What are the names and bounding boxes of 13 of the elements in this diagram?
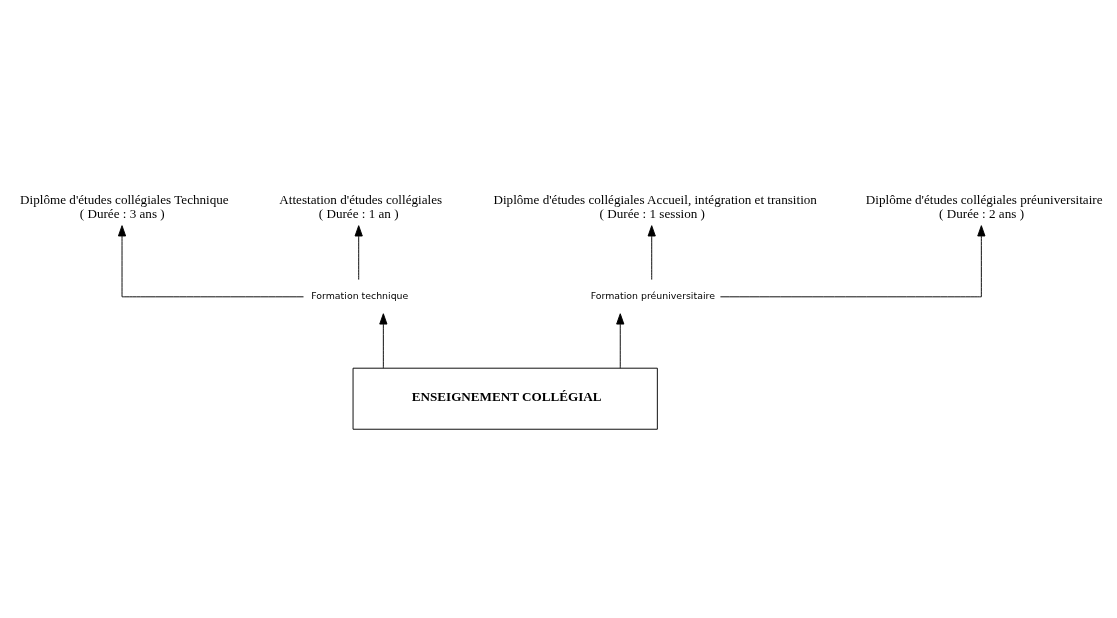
node-text: Attestation d'études collégiales ( Durée : 1 an )	[279, 191, 443, 221]
arrow	[117, 224, 304, 297]
arrow	[647, 224, 656, 280]
arrow	[379, 312, 388, 369]
arrow	[719, 224, 986, 297]
arrow	[616, 312, 625, 369]
node-text: Diplôme d'études collégiales Technique ( Durée : 3 ans )	[20, 191, 229, 221]
node-box: ENSEIGNEMENT COLLÉGIAL	[352, 367, 658, 430]
node-text: Formation technique	[311, 289, 409, 301]
arrow	[354, 224, 363, 280]
node-text: Diplôme d'études collégiales Accueil, intégration et transition ( Durée : 1 session )	[493, 191, 817, 221]
node-text: Formation préuniversitaire	[590, 289, 715, 301]
node-text: Diplôme d'études collégiales préuniversitaire ( Durée : 2 ans )	[865, 191, 1103, 221]
